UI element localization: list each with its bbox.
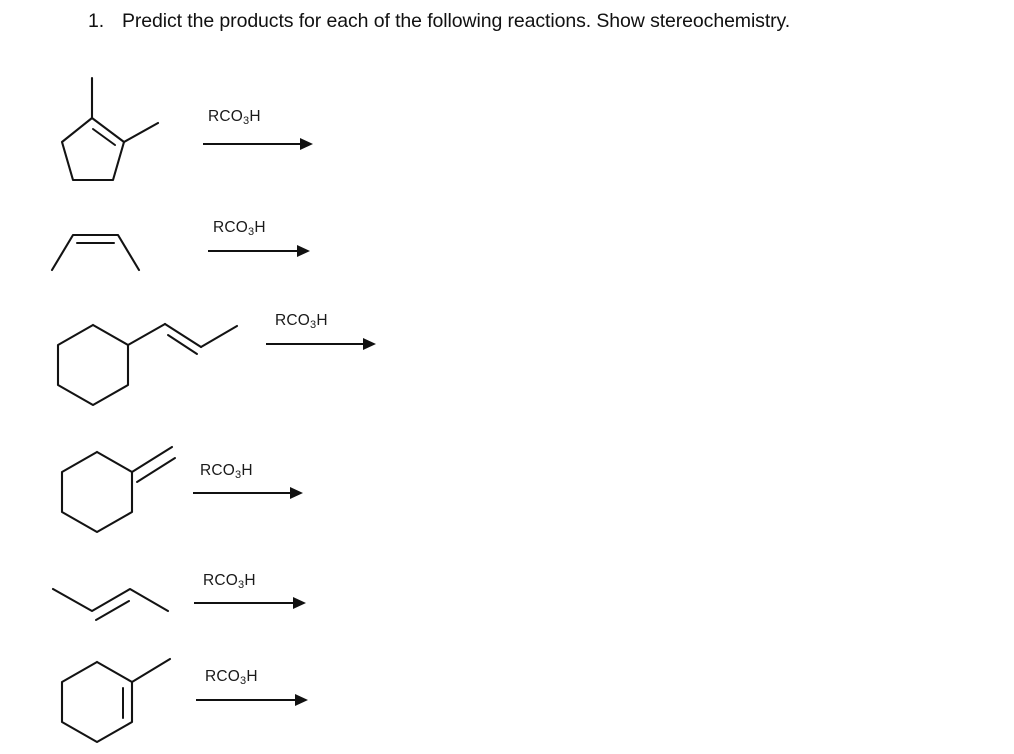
arrow-shaft xyxy=(266,343,365,345)
reagent-prefix-1: RCO xyxy=(208,108,244,125)
exocyclic-double-bond-inner xyxy=(136,457,176,483)
question-text: Predict the products for each of the fol… xyxy=(122,10,791,32)
arrow-head xyxy=(297,245,310,257)
arrow-head xyxy=(300,138,313,150)
reaction-arrow-1 xyxy=(203,138,313,150)
reagent-prefix-5: RCO xyxy=(203,572,239,589)
reaction-arrow-4 xyxy=(193,487,303,499)
structure-1-methylcyclohexene xyxy=(60,657,172,744)
arrow-shaft xyxy=(194,602,295,604)
reagent-suffix-2: H xyxy=(254,219,266,236)
methyl-substituent xyxy=(130,657,172,684)
reagent-subscript-1: 3 xyxy=(243,115,250,127)
structure-dimethylcyclopentene xyxy=(60,76,160,182)
ring-to-vinyl-bond xyxy=(126,322,167,347)
reagent-label-5: RCO3H xyxy=(203,572,256,591)
reagent-prefix-6: RCO xyxy=(205,668,241,685)
structure-trans-2-butene xyxy=(51,587,170,621)
arrow-shaft xyxy=(193,492,292,494)
reagent-label-4: RCO3H xyxy=(200,462,253,481)
arrow-head xyxy=(293,597,306,609)
reaction-arrow-2 xyxy=(208,245,310,257)
reagent-suffix-6: H xyxy=(246,668,258,685)
reagent-label-1: RCO3H xyxy=(208,108,261,127)
reaction-arrow-3 xyxy=(266,338,376,350)
exocyclic-double-bond-outer xyxy=(130,445,174,474)
question-number: 1. xyxy=(88,10,105,32)
arrow-shaft xyxy=(203,143,302,145)
double-bond-inner xyxy=(92,128,116,146)
page-title: 1. Predict the products for each of the f… xyxy=(88,8,988,34)
carbon-skeleton xyxy=(50,233,141,272)
reagent-subscript-2: 3 xyxy=(248,226,255,238)
methyl-substituent-c2 xyxy=(122,121,160,144)
carbon-skeleton xyxy=(51,587,170,613)
double-bond-outer xyxy=(163,322,203,349)
arrow-head xyxy=(295,694,308,706)
arrow-head xyxy=(363,338,376,350)
double-bond-inner xyxy=(167,334,198,355)
ring-bond-path xyxy=(56,323,130,407)
reagent-subscript-6: 3 xyxy=(240,675,247,687)
reagent-label-3: RCO3H xyxy=(275,312,328,331)
ring-bond-path xyxy=(60,660,134,744)
reagent-prefix-3: RCO xyxy=(275,312,311,329)
reagent-prefix-2: RCO xyxy=(213,219,249,236)
arrow-shaft xyxy=(196,699,297,701)
reagent-subscript-4: 3 xyxy=(235,469,242,481)
ring-bond-path xyxy=(60,116,126,182)
reagent-subscript-5: 3 xyxy=(238,579,245,591)
reagent-suffix-4: H xyxy=(241,462,253,479)
reaction-arrow-5 xyxy=(194,597,306,609)
double-bond-inner xyxy=(95,600,130,621)
reagent-suffix-1: H xyxy=(249,108,261,125)
reagent-label-6: RCO3H xyxy=(205,668,258,687)
arrow-shaft xyxy=(208,250,299,252)
structure-cis-3-hexene xyxy=(50,233,141,272)
reaction-arrow-6 xyxy=(196,694,308,706)
double-bond-outer xyxy=(90,116,126,144)
arrow-head xyxy=(290,487,303,499)
reagent-suffix-3: H xyxy=(316,312,328,329)
ring-bond-path xyxy=(60,450,134,534)
reagent-suffix-5: H xyxy=(244,572,256,589)
reagent-label-2: RCO3H xyxy=(213,219,266,238)
terminal-methyl-bond xyxy=(199,324,239,349)
reagent-prefix-4: RCO xyxy=(200,462,236,479)
reagent-subscript-3: 3 xyxy=(310,319,317,331)
structure-propenylcyclohexane xyxy=(56,322,239,407)
structure-methylenecyclohexane xyxy=(60,445,176,534)
